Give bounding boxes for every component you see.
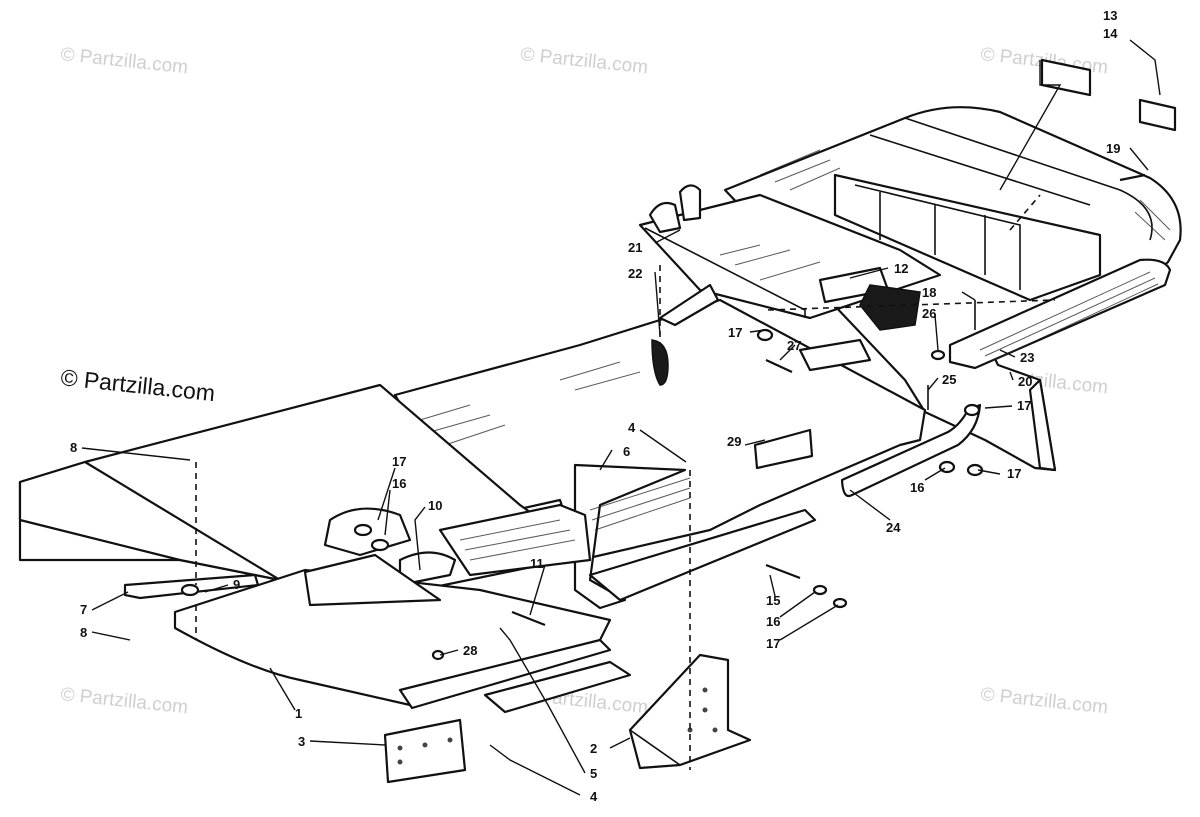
strap: [818, 266, 921, 331]
watermark: © Partzilla.com: [59, 44, 189, 78]
callout-2: 2: [590, 741, 597, 756]
callout-29: 29: [727, 434, 741, 449]
callout-25: 25: [942, 372, 956, 387]
callout-15: 15: [766, 593, 780, 608]
callout-6: 6: [623, 444, 630, 459]
callout-4: 4: [590, 789, 598, 804]
callout-4: 4: [628, 420, 636, 435]
hitch-bracket: [628, 653, 752, 770]
callout-16: 16: [910, 480, 924, 495]
callout-17: 17: [392, 454, 406, 469]
callout-12: 12: [894, 261, 908, 276]
callout-14: 14: [1103, 26, 1118, 41]
callout-26: 26: [922, 306, 936, 321]
watermark: © Partzilla.com: [59, 684, 189, 718]
callout-24: 24: [886, 520, 901, 535]
callout-21: 21: [628, 240, 642, 255]
callout-5: 5: [590, 766, 597, 781]
callout-9: 9: [233, 577, 240, 592]
running-board: [573, 463, 817, 610]
decal-13: [1040, 58, 1092, 97]
callout-16: 16: [766, 614, 780, 629]
callout-labels: 13 14 19 21 12 22 18 26 17 27 25 23 20 1…: [70, 8, 1120, 804]
callout-3: 3: [298, 734, 305, 749]
watermark: © Partzilla.com: [519, 44, 649, 78]
callout-16: 16: [392, 476, 406, 491]
callout-23: 23: [1020, 350, 1034, 365]
callout-11: 11: [530, 556, 544, 571]
callout-8: 8: [70, 440, 77, 455]
callout-17: 17: [1017, 398, 1031, 413]
decal-14: [1138, 98, 1177, 132]
callout-17: 17: [1007, 466, 1021, 481]
callout-20: 20: [1018, 374, 1032, 389]
watermark-main: © Partzilla.com: [59, 364, 216, 406]
pad: [483, 660, 632, 714]
callout-13: 13: [1103, 8, 1117, 23]
callout-18: 18: [922, 285, 936, 300]
callout-22: 22: [628, 266, 642, 281]
callout-27: 27: [787, 338, 801, 353]
rear-bumper-assembly: [723, 106, 1182, 472]
callout-17: 17: [728, 325, 742, 340]
front-panel: [173, 553, 612, 710]
callout-17: 17: [766, 636, 780, 651]
callout-1: 1: [295, 706, 302, 721]
callout-8: 8: [80, 625, 87, 640]
tube: [840, 403, 982, 498]
callout-7: 7: [80, 602, 87, 617]
watermark: © Partzilla.com: [979, 684, 1109, 718]
callout-10: 10: [428, 498, 442, 513]
callout-28: 28: [463, 643, 477, 658]
callout-19: 19: [1106, 141, 1120, 156]
plate: [383, 718, 467, 784]
leader-lines: [81, 39, 1161, 796]
